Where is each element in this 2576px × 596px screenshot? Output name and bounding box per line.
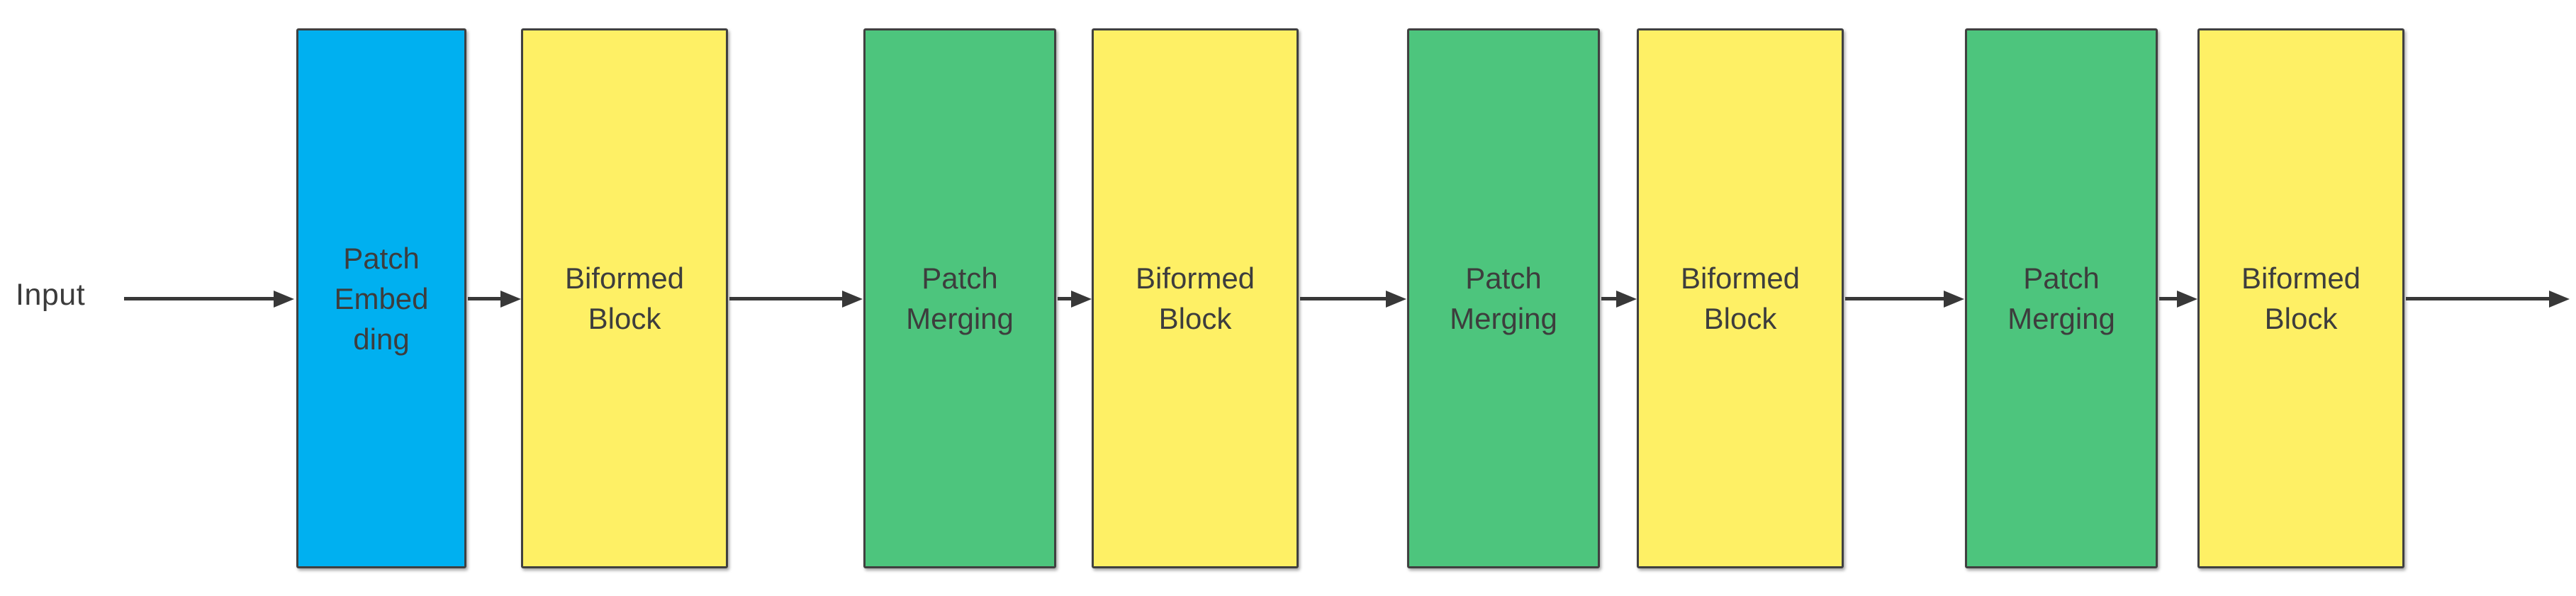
flow-arrow	[1058, 297, 1072, 300]
block-label-line: Patch	[922, 262, 998, 295]
block-label-line: Patch	[1465, 262, 1542, 295]
block-label-line: Biformed	[2241, 262, 2361, 295]
block-label: Patch Merging	[906, 258, 1014, 339]
block-label: Biformed Block	[1681, 258, 1800, 339]
block-patch-merging-3: Patch Merging	[1965, 28, 2158, 568]
block-biformed-4: Biformed Block	[2197, 28, 2404, 568]
block-patch-merging-2: Patch Merging	[1407, 28, 1600, 568]
flow-arrow	[1300, 297, 1387, 300]
block-label-line: ding	[353, 322, 410, 356]
flow-arrow	[2159, 297, 2178, 300]
flow-arrow	[1845, 297, 1944, 300]
flow-arrow-output	[2406, 297, 2550, 300]
block-label-line: Patch	[343, 241, 420, 275]
flow-arrow	[1601, 297, 1617, 300]
block-label-line: Block	[588, 302, 661, 335]
block-label-line: Block	[2264, 302, 2338, 335]
block-label-line: Merging	[1450, 302, 1557, 335]
flow-arrow-input	[124, 297, 274, 300]
block-biformed-3: Biformed Block	[1637, 28, 1844, 568]
block-label-line: Biformed	[1135, 262, 1255, 295]
block-label-line: Biformed	[1680, 262, 1801, 295]
block-label: Biformed Block	[565, 258, 684, 339]
block-label-line: Biformed	[564, 262, 685, 295]
block-label: Patch Merging	[1450, 258, 1557, 339]
block-biformed-2: Biformed Block	[1092, 28, 1299, 568]
input-label: Input	[16, 278, 86, 312]
block-label: Biformed Block	[1136, 258, 1255, 339]
block-label-line: Merging	[906, 302, 1014, 335]
flow-arrow	[468, 297, 501, 300]
block-label-line: Merging	[2007, 302, 2115, 335]
block-label-line: Embed	[334, 281, 429, 315]
block-label: Patch Embed ding	[334, 238, 428, 359]
block-biformed-1: Biformed Block	[521, 28, 728, 568]
block-patch-embedding: Patch Embed ding	[296, 28, 466, 568]
block-label: Patch Merging	[2007, 258, 2115, 339]
block-label-line: Block	[1158, 302, 1232, 335]
flow-arrow	[729, 297, 843, 300]
block-label-line: Block	[1703, 302, 1777, 335]
block-label-line: Patch	[2023, 262, 2100, 295]
block-label: Biformed Block	[2241, 258, 2361, 339]
block-patch-merging-1: Patch Merging	[863, 28, 1056, 568]
